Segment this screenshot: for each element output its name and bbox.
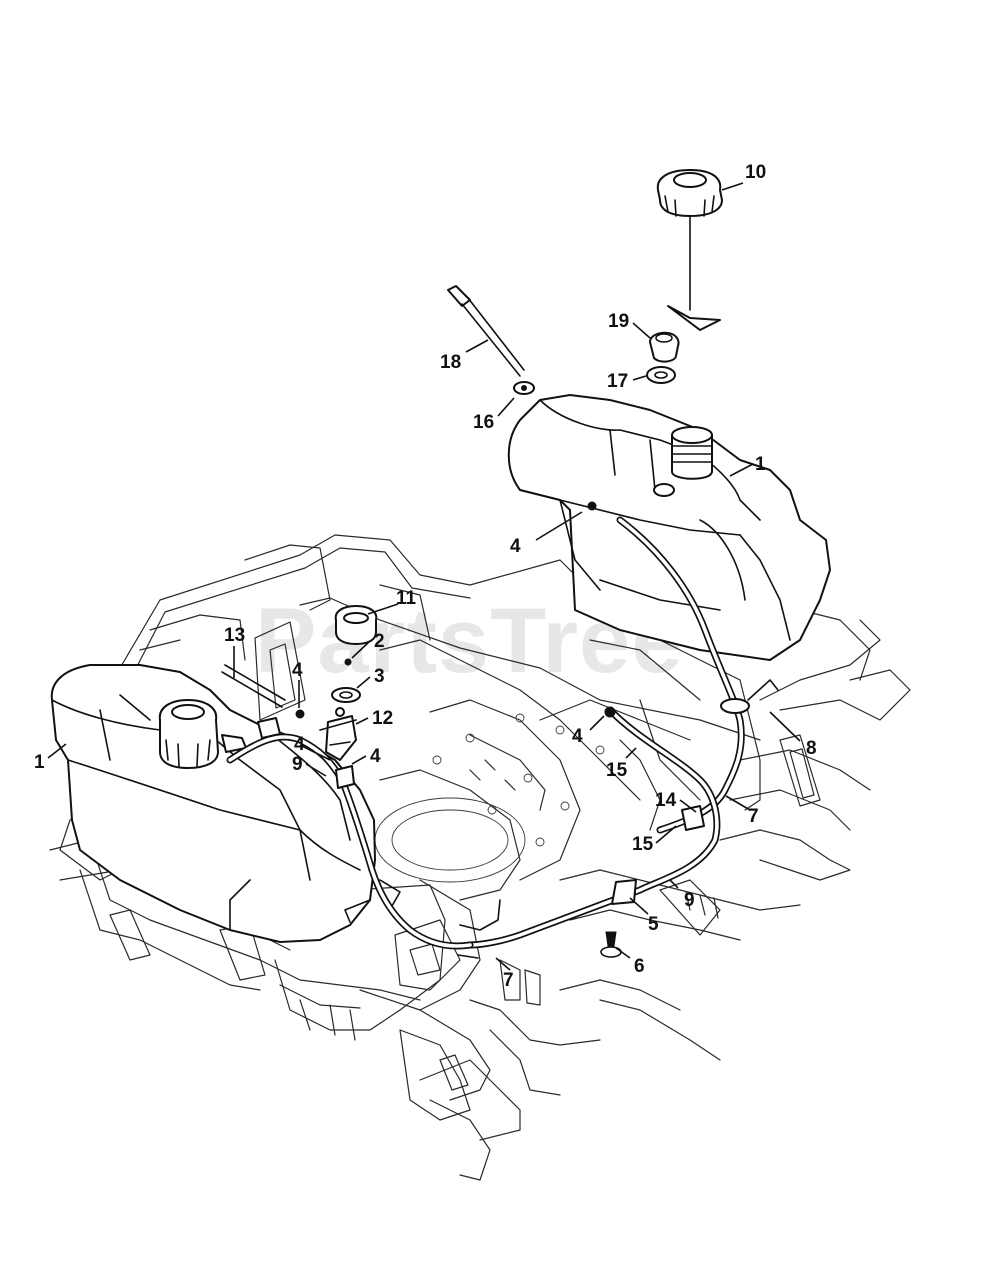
- callout-1-right: 1: [755, 454, 766, 475]
- callout-17: 17: [607, 371, 628, 392]
- callout-6: 6: [634, 956, 645, 977]
- callout-18: 18: [440, 352, 461, 373]
- left-valve-assembly: [221, 605, 501, 959]
- right-fuel-tank: [507, 394, 831, 661]
- callout-7-bottom: 7: [503, 970, 514, 991]
- callout-9-right: 9: [684, 890, 695, 911]
- callout-19: 19: [608, 311, 629, 332]
- callout-12: 12: [372, 708, 393, 729]
- leader-lines: [47, 182, 801, 971]
- callout-5: 5: [648, 914, 659, 935]
- callout-13: 13: [224, 625, 245, 646]
- callout-11: 11: [396, 588, 417, 609]
- callout-10: 10: [745, 162, 766, 183]
- left-fuel-tank: [50, 664, 376, 943]
- callout-14: 14: [655, 790, 677, 811]
- callout-2: 2: [374, 631, 385, 652]
- callout-4-left-a: 4: [292, 660, 303, 681]
- callouts: 10 19 18 17 16 1 4 11 13 2 3 4 12 1 4 4 …: [34, 162, 817, 991]
- callout-1-left: 1: [34, 752, 45, 773]
- callout-16: 16: [473, 412, 494, 433]
- callout-3: 3: [374, 666, 385, 687]
- callout-15-b: 15: [632, 834, 654, 855]
- right-tank-cap-assembly: [447, 169, 723, 395]
- callout-9-left: 9: [292, 754, 303, 775]
- callout-4-tank: 4: [510, 536, 521, 557]
- callout-7-right: 7: [748, 806, 759, 827]
- callout-4-mid: 4: [572, 726, 583, 747]
- callout-8: 8: [806, 738, 817, 759]
- callout-4-left-c: 4: [370, 746, 381, 767]
- callout-15-a: 15: [606, 760, 628, 781]
- callout-4-left-b: 4: [294, 734, 305, 755]
